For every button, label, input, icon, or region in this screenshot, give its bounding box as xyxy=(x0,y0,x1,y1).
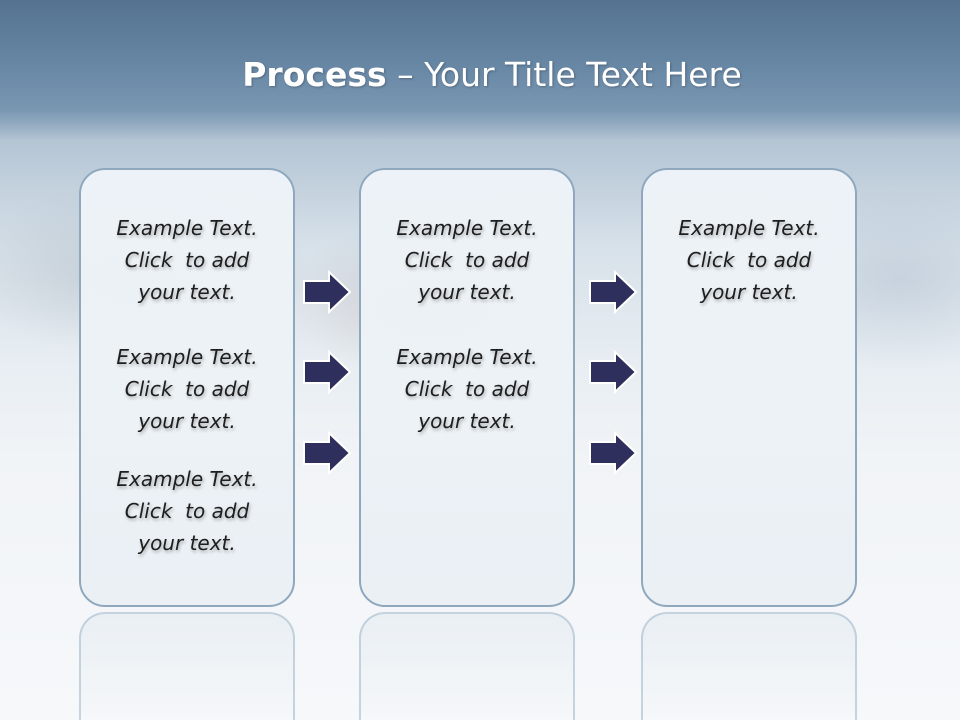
column-reflection xyxy=(359,612,575,720)
text-line: your text. xyxy=(138,280,236,304)
text-line: Example Text. xyxy=(116,345,258,369)
process-column-3[interactable]: Example Text. Click to add your text. xyxy=(641,168,857,607)
text-line: Example Text. xyxy=(116,467,258,491)
text-block[interactable]: Example Text. Click to add your text. xyxy=(361,341,573,437)
text-line: Example Text. xyxy=(116,216,258,240)
process-column-1[interactable]: Example Text. Click to add your text. Ex… xyxy=(79,168,295,607)
text-line: your text. xyxy=(418,409,516,433)
column-reflection xyxy=(79,612,295,720)
text-line: Click to add xyxy=(686,248,812,272)
right-arrow-icon xyxy=(589,431,638,475)
text-block[interactable]: Example Text. Click to add your text. xyxy=(643,212,855,308)
text-line: Click to add xyxy=(124,248,250,272)
text-block[interactable]: Example Text. Click to add your text. xyxy=(81,341,293,437)
title-bold: Process xyxy=(242,55,387,94)
text-line: your text. xyxy=(138,531,236,555)
process-column-2[interactable]: Example Text. Click to add your text. Ex… xyxy=(359,168,575,607)
text-line: Click to add xyxy=(124,499,250,523)
text-line: Click to add xyxy=(124,377,250,401)
slide-title[interactable]: Process – Your Title Text Here xyxy=(0,52,960,98)
text-line: your text. xyxy=(700,280,798,304)
text-line: your text. xyxy=(418,280,516,304)
text-block[interactable]: Example Text. Click to add your text. xyxy=(361,212,573,308)
text-line: your text. xyxy=(138,409,236,433)
text-line: Example Text. xyxy=(678,216,820,240)
text-line: Example Text. xyxy=(396,216,538,240)
text-line: Click to add xyxy=(404,248,530,272)
right-arrow-icon xyxy=(303,431,352,475)
title-band xyxy=(0,0,960,140)
text-line: Example Text. xyxy=(396,345,538,369)
text-block[interactable]: Example Text. Click to add your text. xyxy=(81,212,293,308)
right-arrow-icon xyxy=(303,270,352,314)
right-arrow-icon xyxy=(589,270,638,314)
title-rest: – Your Title Text Here xyxy=(397,55,742,94)
right-arrow-icon xyxy=(303,350,352,394)
right-arrow-icon xyxy=(589,350,638,394)
text-line: Click to add xyxy=(404,377,530,401)
column-reflection xyxy=(641,612,857,720)
text-block[interactable]: Example Text. Click to add your text. xyxy=(81,463,293,559)
